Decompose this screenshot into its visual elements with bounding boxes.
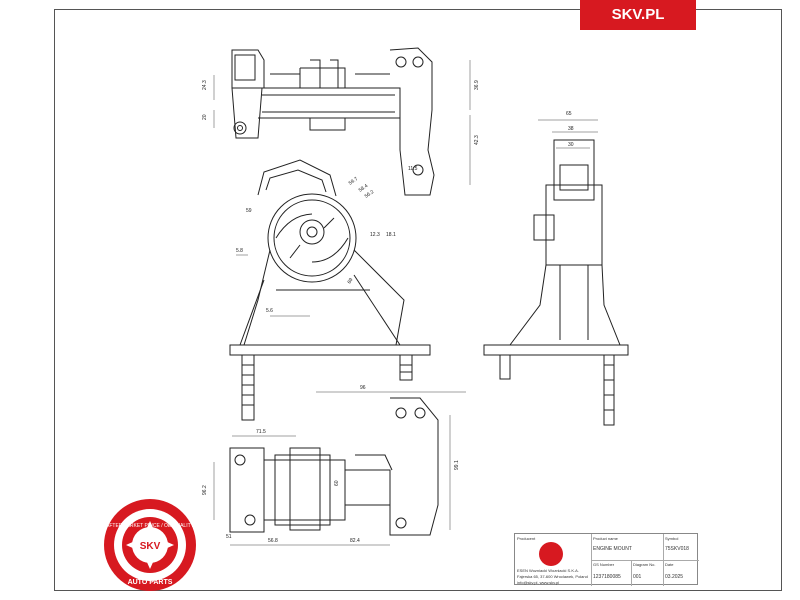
diagram-value: 001: [633, 574, 642, 580]
side-view: [483, 139, 629, 426]
dim-top-1: 20: [202, 114, 208, 120]
symbol-label: Symbol: [665, 536, 679, 541]
symbol-value: 75SKV018: [665, 546, 689, 552]
dim-top-4: 11.5: [408, 166, 418, 172]
dim-bottom-3: 60: [334, 480, 340, 486]
dim-top-0: 24.3: [202, 80, 208, 90]
dim-front-0: 59.7: [348, 176, 360, 187]
dim-bottom-1: 71.5: [256, 429, 266, 435]
dim-front-6: 5.8: [236, 248, 243, 254]
date-label: Date: [665, 562, 674, 567]
dim-bottom-7: 82.4: [350, 538, 360, 544]
diagram-label: Diagram No.: [633, 562, 656, 567]
product-value: ENGINE MOUNT: [593, 546, 632, 552]
dim-front-2: 56.2: [364, 189, 376, 200]
dim-front-8: 69: [347, 277, 355, 285]
dim-bottom-4: 99.1: [454, 460, 460, 470]
dimension-lines: [213, 60, 598, 546]
dimension-text: 24.3 20 36.9 42.3 11.5 59.7 58.4 56.2 59…: [202, 80, 574, 544]
dim-top-3: 42.3: [474, 135, 480, 145]
front-view: [229, 159, 431, 421]
dim-bottom-5: 51: [226, 534, 232, 540]
dim-side-0: 65: [566, 111, 572, 117]
seal-center-text: SKV: [140, 541, 161, 552]
dim-bottom-0: 96: [360, 385, 366, 391]
seal-bottom-text: AUTO PARTS: [128, 579, 173, 586]
dim-top-2: 36.9: [474, 80, 480, 90]
skv-seal-logo: SKV AFTERMARKET PRICE / OE QUALITY AUTO …: [104, 499, 196, 591]
top-view: [231, 47, 435, 196]
dim-front-1: 58.4: [358, 183, 370, 194]
product-label: Product name: [593, 536, 618, 541]
seal-ring-text: AFTERMARKET PRICE / OE QUALITY: [106, 523, 195, 529]
producer-label: Producent: [517, 536, 536, 541]
company-name: ESEN Wozniacki Wozniacki S.K.A.: [517, 568, 579, 573]
dim-front-5: 18.1: [386, 232, 396, 238]
dim-front-4: 12.3: [370, 232, 380, 238]
dim-front-7: 5.6: [266, 308, 273, 314]
brand-badge[interactable]: SKV.PL: [580, 0, 696, 30]
company-contact: info@skv.pl, www.skv.pl: [517, 580, 560, 585]
dim-bottom-6: 56.8: [268, 538, 278, 544]
title-block: Producent ESEN Wozniacki Wozniacki S.K.A…: [514, 533, 699, 586]
gs-label: GS Number: [593, 562, 615, 567]
dim-side-1: 38: [568, 126, 574, 132]
dim-bottom-2: 96.2: [202, 485, 208, 495]
company-address: Fajerska 65, 37-600 Wroclawek, Poland: [517, 574, 588, 579]
dim-front-3: 59: [246, 208, 252, 214]
dim-side-2: 30: [568, 142, 574, 148]
date-value: 03.2025: [665, 574, 684, 580]
mini-seal-icon: [539, 542, 563, 566]
bottom-view: [229, 397, 439, 536]
gs-value: 1237180085: [593, 574, 621, 580]
drawing-frame: [54, 9, 782, 591]
